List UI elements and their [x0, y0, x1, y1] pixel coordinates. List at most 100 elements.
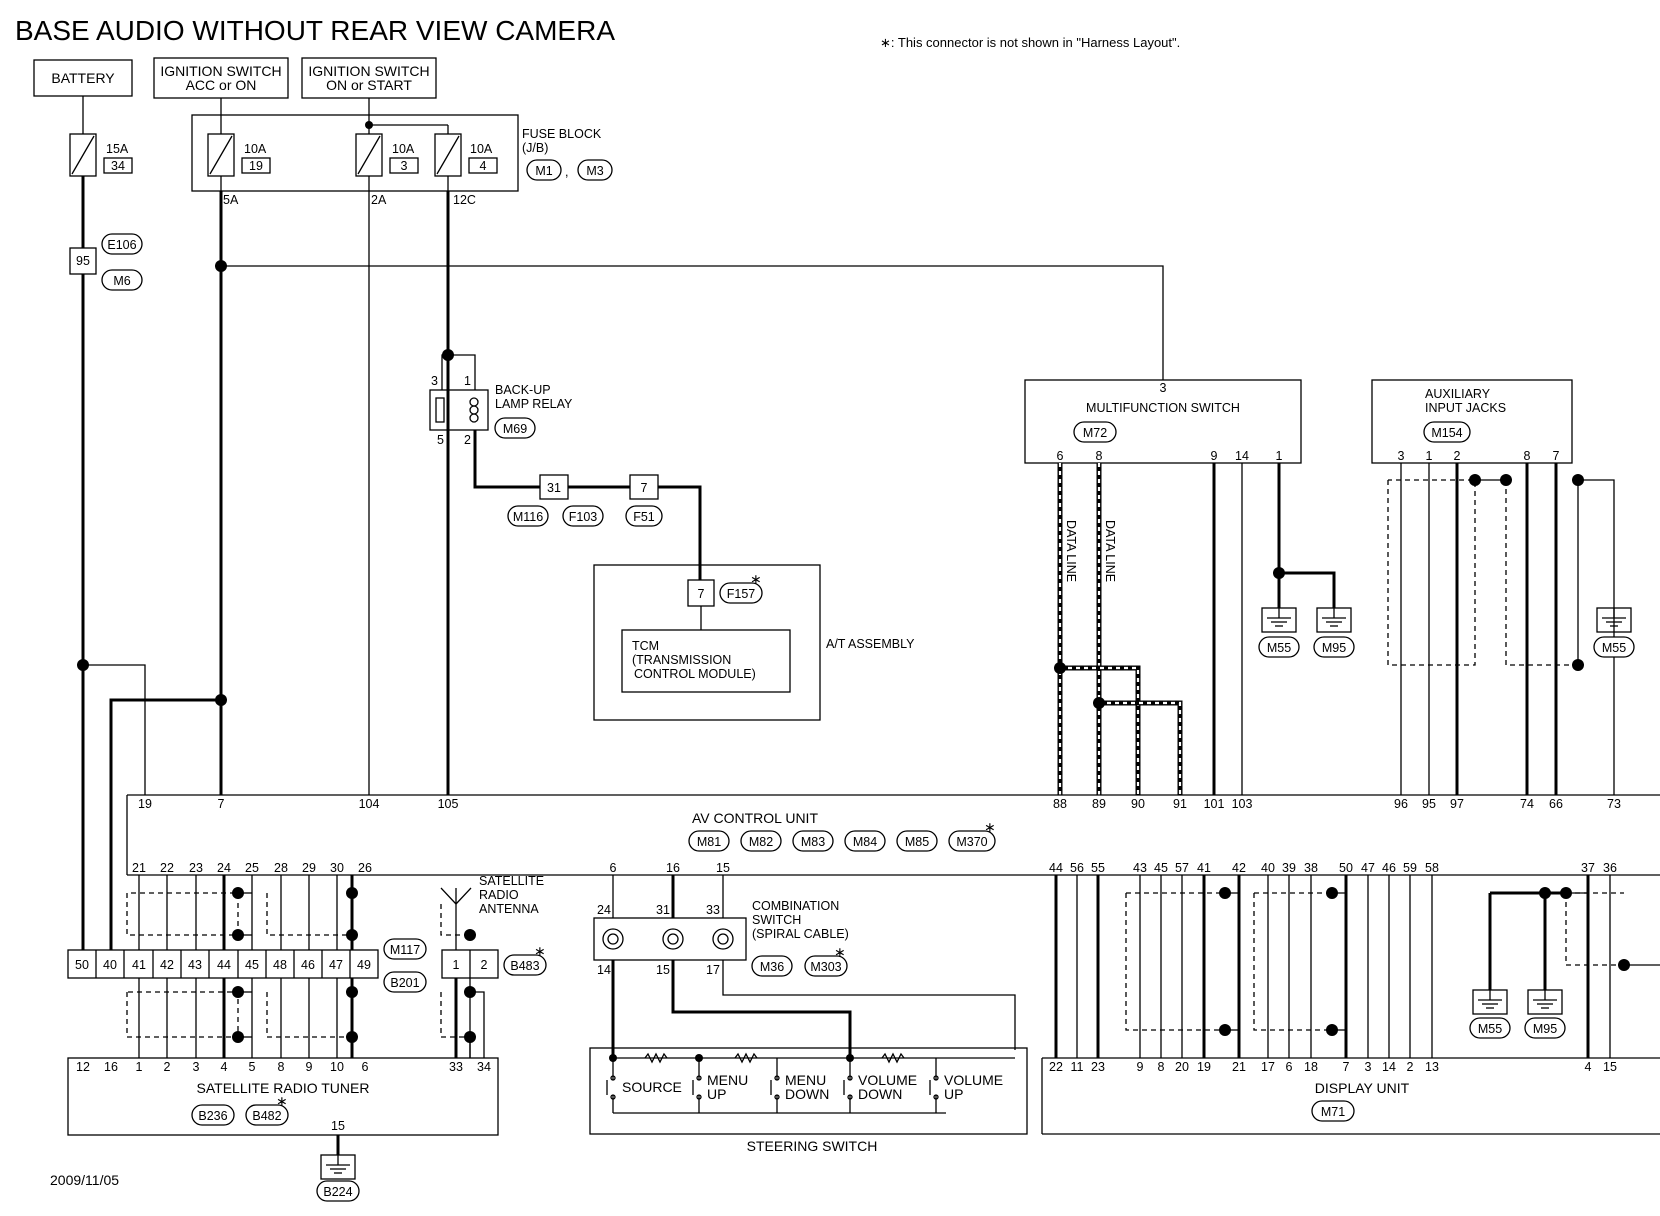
aux-pin-8: 8 [1524, 449, 1531, 463]
conn-b236: B236 [198, 1109, 227, 1123]
ign-start-line1: IGNITION SWITCH [308, 63, 429, 79]
fuse-pin-2a: 2A [371, 193, 387, 207]
mfs-pin-8: 8 [1096, 449, 1103, 463]
mfs-ground-m95: M95 [1313, 607, 1355, 658]
disp-pin-8: 8 [1158, 1060, 1165, 1074]
strip-pin-48: 48 [273, 958, 287, 972]
conn-m303: M303 [810, 960, 841, 974]
av-pin-95: 95 [1422, 797, 1436, 811]
battery-wire: 95 E106 M6 [69, 176, 146, 965]
av-bpin-26: 26 [358, 861, 372, 875]
conn-m84: M84 [853, 835, 877, 849]
comb-pin-24: 24 [597, 903, 611, 917]
display-ground-m95-label: M95 [1533, 1022, 1557, 1036]
av-bpin-56: 56 [1070, 861, 1084, 875]
antenna-label-3: ANTENNA [479, 902, 539, 916]
mfs-signal-wires [1212, 463, 1336, 795]
av-control-unit: AV CONTROL UNIT M81 M82 M83 M84 M85 M370… [126, 794, 1660, 876]
av-pin-74: 74 [1520, 797, 1534, 811]
tuner-pin-2: 2 [164, 1060, 171, 1074]
antenna-label-2: RADIO [479, 888, 519, 902]
av-bpin-39: 39 [1282, 861, 1296, 875]
aux-label-2: INPUT JACKS [1425, 401, 1506, 415]
av-bpin-6: 6 [610, 861, 617, 875]
aux-pin-1: 1 [1426, 449, 1433, 463]
av-pin-66: 66 [1549, 797, 1563, 811]
steering-button-volume-down: VOLUME DOWN [843, 1058, 917, 1113]
comma-sep: , [565, 165, 568, 179]
av-pin-97: 97 [1450, 797, 1464, 811]
av-pin-89: 89 [1092, 797, 1106, 811]
conn-b483: B483 [510, 959, 539, 973]
disp-pin-15: 15 [1603, 1060, 1617, 1074]
av-bpin-47: 47 [1361, 861, 1375, 875]
display-ground-m95: M95 [1524, 989, 1566, 1039]
av-bpin-24: 24 [217, 861, 231, 875]
conn-f157: F157 [727, 587, 756, 601]
av-pin-96: 96 [1394, 797, 1408, 811]
av-pin-105: 105 [438, 797, 459, 811]
conn-f51: F51 [633, 510, 655, 524]
av-label: AV CONTROL UNIT [692, 810, 818, 826]
battery-source: BATTERY [33, 59, 133, 97]
tuner-pin-34: 34 [477, 1060, 491, 1074]
av-pin-91: 91 [1173, 797, 1187, 811]
at-assembly-label: A/T ASSEMBLY [826, 637, 915, 651]
strip-pin-45: 45 [245, 958, 259, 972]
disp-pin-18: 18 [1304, 1060, 1318, 1074]
fuse-19-number: 19 [249, 159, 263, 173]
conn-m71: M71 [1321, 1105, 1345, 1119]
fuse-34-amp: 15A [106, 142, 129, 156]
display-ground-m55: M55 [1469, 989, 1511, 1039]
av-bpin-23: 23 [189, 861, 203, 875]
comb-label-1: COMBINATION [752, 899, 839, 913]
fuse-4-amp: 10A [470, 142, 493, 156]
av-bpin-25: 25 [245, 861, 259, 875]
ignition-switch-start: IGNITION SWITCH ON or START [301, 57, 437, 99]
conn-m81: M81 [697, 835, 721, 849]
steering-switch-label: STEERING SWITCH [747, 1138, 878, 1154]
av-bpin-36: 36 [1603, 861, 1617, 875]
av-pin-103: 103 [1232, 797, 1253, 811]
fuse-block-label: FUSE BLOCK [522, 127, 602, 141]
conn-m3: M3 [586, 164, 603, 178]
av-bpin-30: 30 [330, 861, 344, 875]
mfs-pin-6: 6 [1057, 449, 1064, 463]
av-pin-101: 101 [1204, 797, 1225, 811]
display-ground-m55-label: M55 [1478, 1022, 1502, 1036]
conn-b482: B482 [252, 1109, 281, 1123]
steering-button-menu-up: MENU UP [692, 1058, 748, 1113]
disp-pin-11: 11 [1071, 1060, 1084, 1074]
disp-pin-3: 3 [1365, 1060, 1372, 1074]
tuner-pin-33: 33 [449, 1060, 463, 1074]
strip-pin-41: 41 [132, 958, 146, 972]
tcm-label-1: TCM [632, 639, 659, 653]
av-bpin-42: 42 [1232, 861, 1246, 875]
mfs-pin-14: 14 [1235, 449, 1249, 463]
star-b483: ∗ [534, 943, 546, 959]
fuse-pin-5a: 5A [223, 193, 239, 207]
satellite-radio-antenna: SATELLITE RADIO ANTENNA 1 2 B483 ∗ [440, 874, 547, 1058]
tuner-pin-10: 10 [330, 1060, 344, 1074]
tuner-pin-8: 8 [278, 1060, 285, 1074]
relay-pin-2: 2 [464, 433, 471, 447]
joint-pin-95: 95 [76, 254, 90, 268]
mfs-ground-m95-label: M95 [1322, 641, 1346, 655]
av-bpin-38: 38 [1304, 861, 1318, 875]
steering-button-volume-up: VOLUME UP [929, 1058, 1003, 1113]
comb-pin-15: 15 [656, 963, 670, 977]
star-f157: ∗ [750, 571, 762, 587]
av-bpin-15: 15 [716, 861, 730, 875]
av-bpin-46: 46 [1382, 861, 1396, 875]
tcm-label-2: (TRANSMISSION [632, 653, 731, 667]
av-bpin-41: 41 [1197, 861, 1211, 875]
comb-label-2: SWITCH [752, 913, 801, 927]
av-bpin-45: 45 [1154, 861, 1168, 875]
av-bpin-16: 16 [666, 861, 680, 875]
comb-pin-33: 33 [706, 903, 720, 917]
inline-pin-31: 31 [547, 481, 561, 495]
conn-m85: M85 [905, 835, 929, 849]
aux-input-jacks: AUXILIARY INPUT JACKS M154 3 1 2 8 7 M55 [1371, 379, 1635, 795]
backup-lamp-relay: 3 1 5 2 BACK-UP LAMP RELAY M69 [429, 349, 573, 489]
satellite-radio-tuner: 12 16 1 2 3 4 5 8 9 10 6 33 34 SATELLITE… [67, 1057, 499, 1202]
